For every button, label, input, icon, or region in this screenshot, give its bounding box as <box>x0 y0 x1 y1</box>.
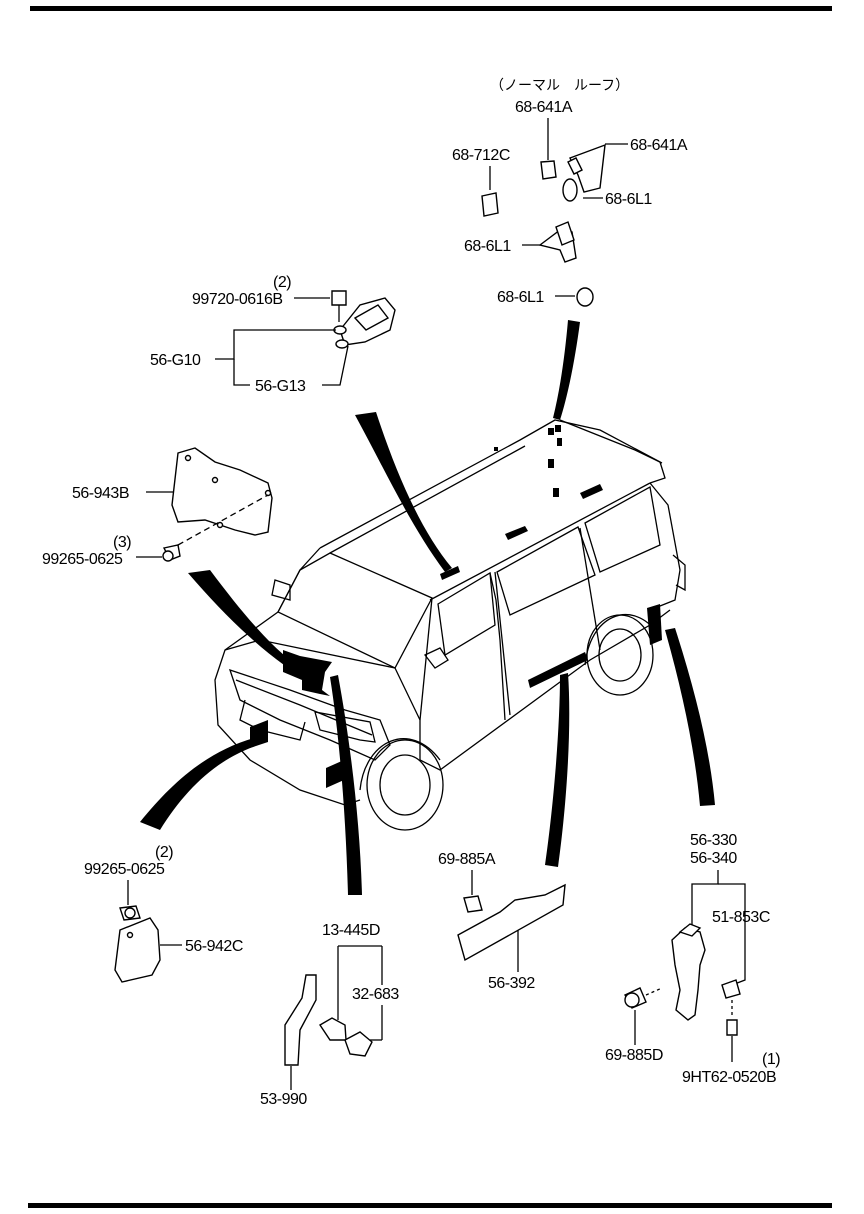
label-99720-0616B: 99720-0616B <box>192 291 283 308</box>
label-99265-0625-a: 99265-0625 <box>42 551 123 568</box>
label-68-6L1-b: 68-6L1 <box>464 238 511 255</box>
part-51-853C-nut <box>721 979 741 999</box>
label-99720-qty: (2) <box>273 274 291 291</box>
label-56-340: 56-340 <box>690 850 737 867</box>
label-53-990: 53-990 <box>260 1091 307 1108</box>
part-56-943B <box>171 447 273 536</box>
bottom-rule <box>28 1203 832 1208</box>
part-68-641A-cap <box>540 160 557 180</box>
side-step-group: 69-885A 56-392 <box>438 851 566 992</box>
label-68-712C: 68-712C <box>452 147 510 164</box>
roof-bracket-group: (2) 99720-0616B 56-G10 56-G13 <box>150 274 396 395</box>
roof-parts-group: （ノーマル ルーフ） 68-641A 68-712C 68-641A 68-6L… <box>452 77 688 307</box>
label-99265-0625-b: 99265-0625 <box>84 861 165 878</box>
normal-roof-note: （ノーマル ルーフ） <box>490 77 629 93</box>
part-99720-bolt <box>331 290 347 306</box>
part-53-990-hose <box>284 974 317 1066</box>
part-56-392 <box>457 883 566 962</box>
label-13-445D: 13-445D <box>322 922 380 939</box>
hose-group: 13-445D 32-683 53-990 <box>260 922 400 1108</box>
van-illustration <box>214 419 686 831</box>
part-68-712C <box>481 192 499 217</box>
label-56-G13: 56-G13 <box>255 378 306 395</box>
label-56-943B: 56-943B <box>72 485 129 502</box>
top-rule <box>30 6 832 11</box>
label-56-942C: 56-942C <box>185 938 243 955</box>
leader-arrows <box>140 320 715 895</box>
mudguard-group: 56-330 56-340 51-853C 69-885D (1) 9HT62-… <box>605 832 781 1086</box>
label-69-885D: 69-885D <box>605 1047 663 1064</box>
part-68-6L1-a <box>562 178 578 202</box>
part-13-445D-clamp <box>319 1017 347 1041</box>
part-68-6L1-c <box>576 287 594 307</box>
panel-943B-group: 56-943B (3) 99265-0625 <box>42 447 273 568</box>
part-56-330-mudguard <box>671 927 706 1021</box>
label-9HT62-qty: (1) <box>762 1051 780 1068</box>
label-99265-qty-a: (3) <box>113 534 131 551</box>
label-68-6L1-c: 68-6L1 <box>497 289 544 306</box>
label-56-392: 56-392 <box>488 975 535 992</box>
part-32-683-clip <box>344 1031 373 1057</box>
label-56-330: 56-330 <box>690 832 737 849</box>
part-56-942C <box>114 917 161 983</box>
label-56-G10: 56-G10 <box>150 352 201 369</box>
label-51-853C: 51-853C <box>712 909 770 926</box>
part-69-885A-clip <box>463 895 483 913</box>
label-68-641A-top: 68-641A <box>515 99 573 116</box>
label-69-885A: 69-885A <box>438 851 496 868</box>
label-32-683: 32-683 <box>352 986 399 1003</box>
label-68-641A-right: 68-641A <box>630 137 688 154</box>
label-9HT62-0520B: 9HT62-0520B <box>682 1069 776 1086</box>
label-68-6L1-a: 68-6L1 <box>605 191 652 208</box>
label-99265-qty-b: (2) <box>155 844 173 861</box>
part-9HT62-screw <box>726 1019 738 1036</box>
panel-942C-group: (2) 99265-0625 56-942C <box>84 844 243 983</box>
